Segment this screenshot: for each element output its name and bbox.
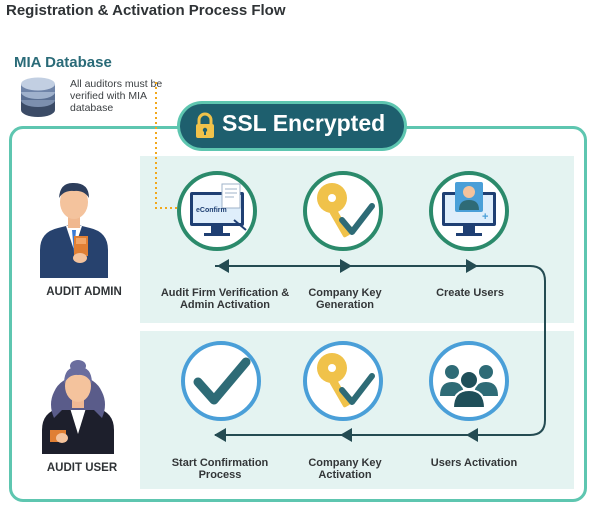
user-arrow-3 <box>214 428 226 442</box>
step-caption-key-activation: Company Key Activation <box>308 457 382 481</box>
database-stack-icon <box>21 77 55 117</box>
user-arrow-1 <box>466 428 478 442</box>
page-title: Registration & Activation Process Flow <box>6 2 286 19</box>
econfirm-screen-text: eConfirm <box>196 207 227 214</box>
step-caption-create-users: Create Users <box>436 287 504 299</box>
admin-arrow-2 <box>340 259 352 273</box>
admin-arrow-1 <box>217 259 229 273</box>
key-checkmark-icon <box>303 341 383 421</box>
monitor-econfirm-icon: eConfirm <box>177 171 257 251</box>
svg-text:+: + <box>482 211 488 223</box>
admin-arrow-3 <box>466 259 478 273</box>
role-audit-user: AUDIT USER <box>46 462 118 474</box>
step-caption-verification: Audit Firm Verification & Admin Activati… <box>160 287 290 311</box>
step-caption-users-activation: Users Activation <box>430 457 518 469</box>
audit-user-avatar <box>42 360 114 454</box>
database-label: MIA Database <box>14 54 112 71</box>
step-caption-start-confirmation: Start Confirmation Process <box>171 457 269 481</box>
role-audit-admin: AUDIT ADMIN <box>46 286 122 298</box>
user-group-icon <box>429 341 509 421</box>
audit-admin-avatar <box>40 182 108 278</box>
ssl-label: SSL Encrypted <box>222 110 386 136</box>
step-caption-key-generation: Company Key Generation <box>308 287 382 311</box>
loop-line <box>529 265 546 436</box>
monitor-add-user-icon: + <box>429 171 509 251</box>
checkmark-icon <box>181 341 261 421</box>
database-note: All auditors must be verified with MIA d… <box>70 78 163 114</box>
user-arrow-2 <box>340 428 352 442</box>
ssl-badge <box>180 104 404 148</box>
padlock-icon <box>196 112 214 138</box>
key-checkmark-icon <box>303 171 383 251</box>
